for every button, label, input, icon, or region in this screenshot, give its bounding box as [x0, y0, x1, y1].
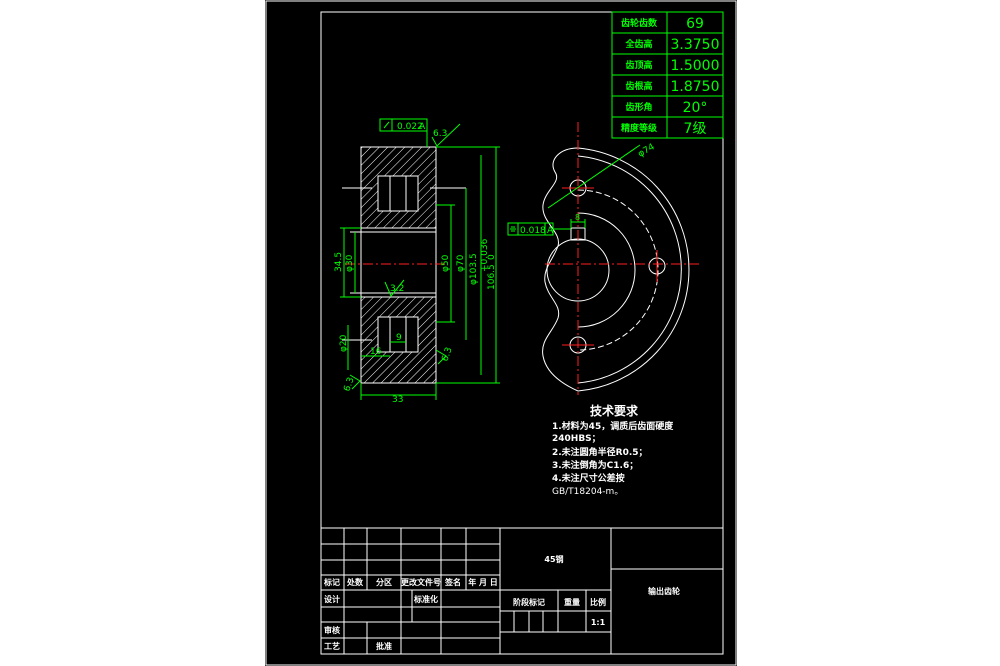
standardize-label: 标准化 — [413, 594, 438, 604]
dim-16: 16 — [370, 347, 382, 357]
dedendum-label: 齿根高 — [625, 80, 652, 92]
dim-34-5: 34.5 — [334, 252, 344, 272]
tech-req-line-5: 4.未注尺寸公差按 — [552, 472, 625, 484]
dim-d20: φ20 — [339, 334, 349, 352]
gear-parameter-table: 齿轮齿数 69 全齿高 3.3750 齿顶高 1.5000 齿根高 1.8750… — [611, 11, 724, 139]
header-sign: 签名 — [444, 577, 461, 587]
accuracy-grade-value: 7级 — [684, 121, 707, 137]
scale-value: 1:1 — [591, 618, 606, 627]
dim-tolerance-lower: 0 — [487, 254, 497, 260]
weight-label: 重量 — [564, 597, 580, 607]
tech-req-line-6: GB/T18204-m。 — [552, 487, 623, 497]
runout-datum: A — [419, 122, 426, 132]
front-view: φ74 0.018 A 8 — [507, 122, 700, 395]
inner-frame — [320, 11, 724, 655]
part-name-text: 输出齿轮 — [648, 586, 680, 596]
header-zone: 分区 — [376, 577, 392, 587]
header-date: 年 月 日 — [468, 577, 498, 587]
pressure-angle-value: 20° — [683, 100, 708, 116]
tech-req-title: 技术要求 — [590, 403, 639, 418]
tech-req-line-3: 2.未注圆角半径R0.5； — [552, 446, 648, 458]
dim-tolerance-upper: +0.036 — [480, 238, 490, 272]
title-block: 45钢 输出齿轮 标记 处数 分区 更改文件号 签名 年 月 日 设计 标准化 … — [321, 527, 723, 654]
dim-9: 9 — [396, 333, 402, 343]
roughness-right: 6.3 — [440, 346, 454, 363]
tech-req-line-2: 240HBS； — [552, 434, 601, 444]
dim-d70: φ70 — [456, 254, 466, 272]
roughness-left: 6.3 — [342, 376, 356, 393]
dedendum-value: 1.8750 — [671, 79, 720, 95]
gear-teeth-label: 齿轮齿数 — [621, 17, 658, 29]
symmetry-datum: A — [547, 226, 554, 236]
dim-d50: φ50 — [441, 254, 451, 272]
header-doc-no: 更改文件号 — [401, 577, 441, 587]
accuracy-grade-label: 精度等级 — [621, 122, 658, 134]
review-label: 审核 — [324, 625, 340, 635]
tech-req-line-4: 3.未注倒角为C1.6； — [552, 459, 638, 471]
dim-d106-5: 106.5 — [487, 264, 497, 290]
outer-frame — [265, 0, 737, 666]
scale-label: 比例 — [590, 597, 606, 607]
gear-teeth-value: 69 — [686, 16, 704, 32]
section-view: 0.022 A 6.3 3.2 6.3 6.3 34.5 φ30 φ50 φ70… — [334, 118, 500, 405]
process-label: 工艺 — [324, 641, 340, 651]
full-depth-value: 3.3750 — [671, 37, 720, 53]
dim-d30: φ30 — [345, 254, 355, 272]
roughness-middle: 3.2 — [390, 284, 404, 294]
runout-tolerance-value: 0.022 — [397, 122, 423, 132]
tech-req-line-1: 1.材料为45，调质后齿面硬度 — [552, 420, 674, 432]
dim-33: 33 — [392, 395, 403, 405]
approve-label: 批准 — [376, 641, 392, 651]
stage-mark-label: 阶段标记 — [513, 597, 545, 607]
addendum-label: 齿顶高 — [625, 59, 652, 71]
roughness-top: 6.3 — [433, 129, 447, 139]
material-text: 45钢 — [544, 554, 563, 564]
header-count: 处数 — [346, 577, 364, 587]
addendum-value: 1.5000 — [671, 58, 720, 74]
technical-requirements: 技术要求 1.材料为45，调质后齿面硬度 240HBS； 2.未注圆角半径R0.… — [552, 403, 674, 497]
header-mark: 标记 — [323, 577, 340, 587]
pressure-angle-label: 齿形角 — [625, 101, 652, 113]
keyway-width: 8 — [575, 213, 580, 222]
design-label: 设计 — [324, 594, 340, 604]
dim-d103-5: φ103.5 — [469, 253, 479, 285]
symmetry-tolerance-value: 0.018 — [520, 226, 546, 236]
full-depth-label: 全齿高 — [624, 38, 652, 50]
